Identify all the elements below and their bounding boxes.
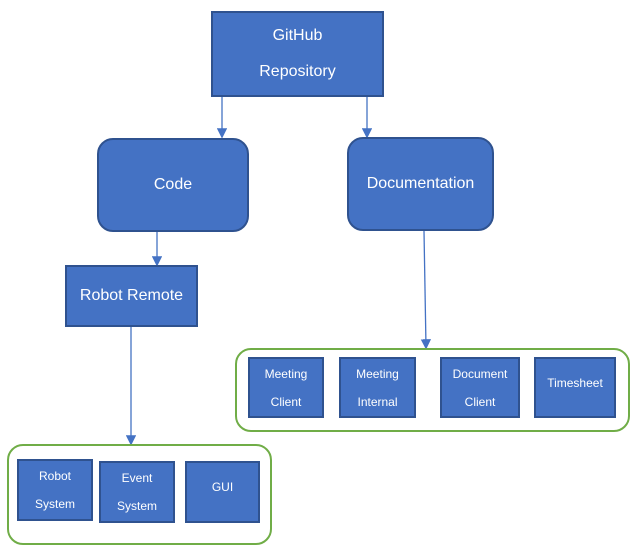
node-code: Code [97, 138, 249, 232]
node-label-line2: Internal [357, 394, 398, 409]
node-label-line2: Client [270, 394, 302, 409]
node-label-line1: Meeting [356, 366, 399, 381]
node-label-line1: Meeting [264, 366, 308, 381]
node-label: GUI [211, 480, 234, 494]
node-label: Timesheet [547, 376, 603, 390]
node-meeting-internal: Meeting Internal [339, 357, 416, 418]
group-documentation-components [235, 348, 630, 432]
node-label-line1: Robot [38, 469, 72, 483]
node-robot-remote: Robot Remote [65, 265, 198, 327]
node-gui: GUI [185, 461, 260, 523]
group-code-components [7, 444, 272, 545]
node-label-line2: Repository [259, 63, 336, 80]
node-label: Documentation [366, 175, 475, 192]
node-label-line1: Document [452, 366, 508, 381]
node-event-system: Event System [99, 461, 175, 523]
node-document-client: Document Client [440, 357, 520, 418]
node-label-line1: GitHub [272, 27, 323, 44]
node-label: Code [153, 176, 193, 193]
node-documentation: Documentation [347, 137, 494, 231]
node-label-line2: System [116, 499, 157, 513]
node-github-repository: GitHub Repository [211, 11, 384, 97]
arrow-documentation-to-doc-group [420, 230, 432, 350]
node-label-line2: System [34, 497, 75, 511]
node-label: Robot Remote [79, 287, 184, 304]
node-robot-system: Robot System [17, 459, 93, 521]
node-label-line2: Client [464, 394, 496, 409]
node-timesheet: Timesheet [534, 357, 616, 418]
node-label-line1: Event [121, 471, 153, 485]
node-meeting-client: Meeting Client [248, 357, 324, 418]
